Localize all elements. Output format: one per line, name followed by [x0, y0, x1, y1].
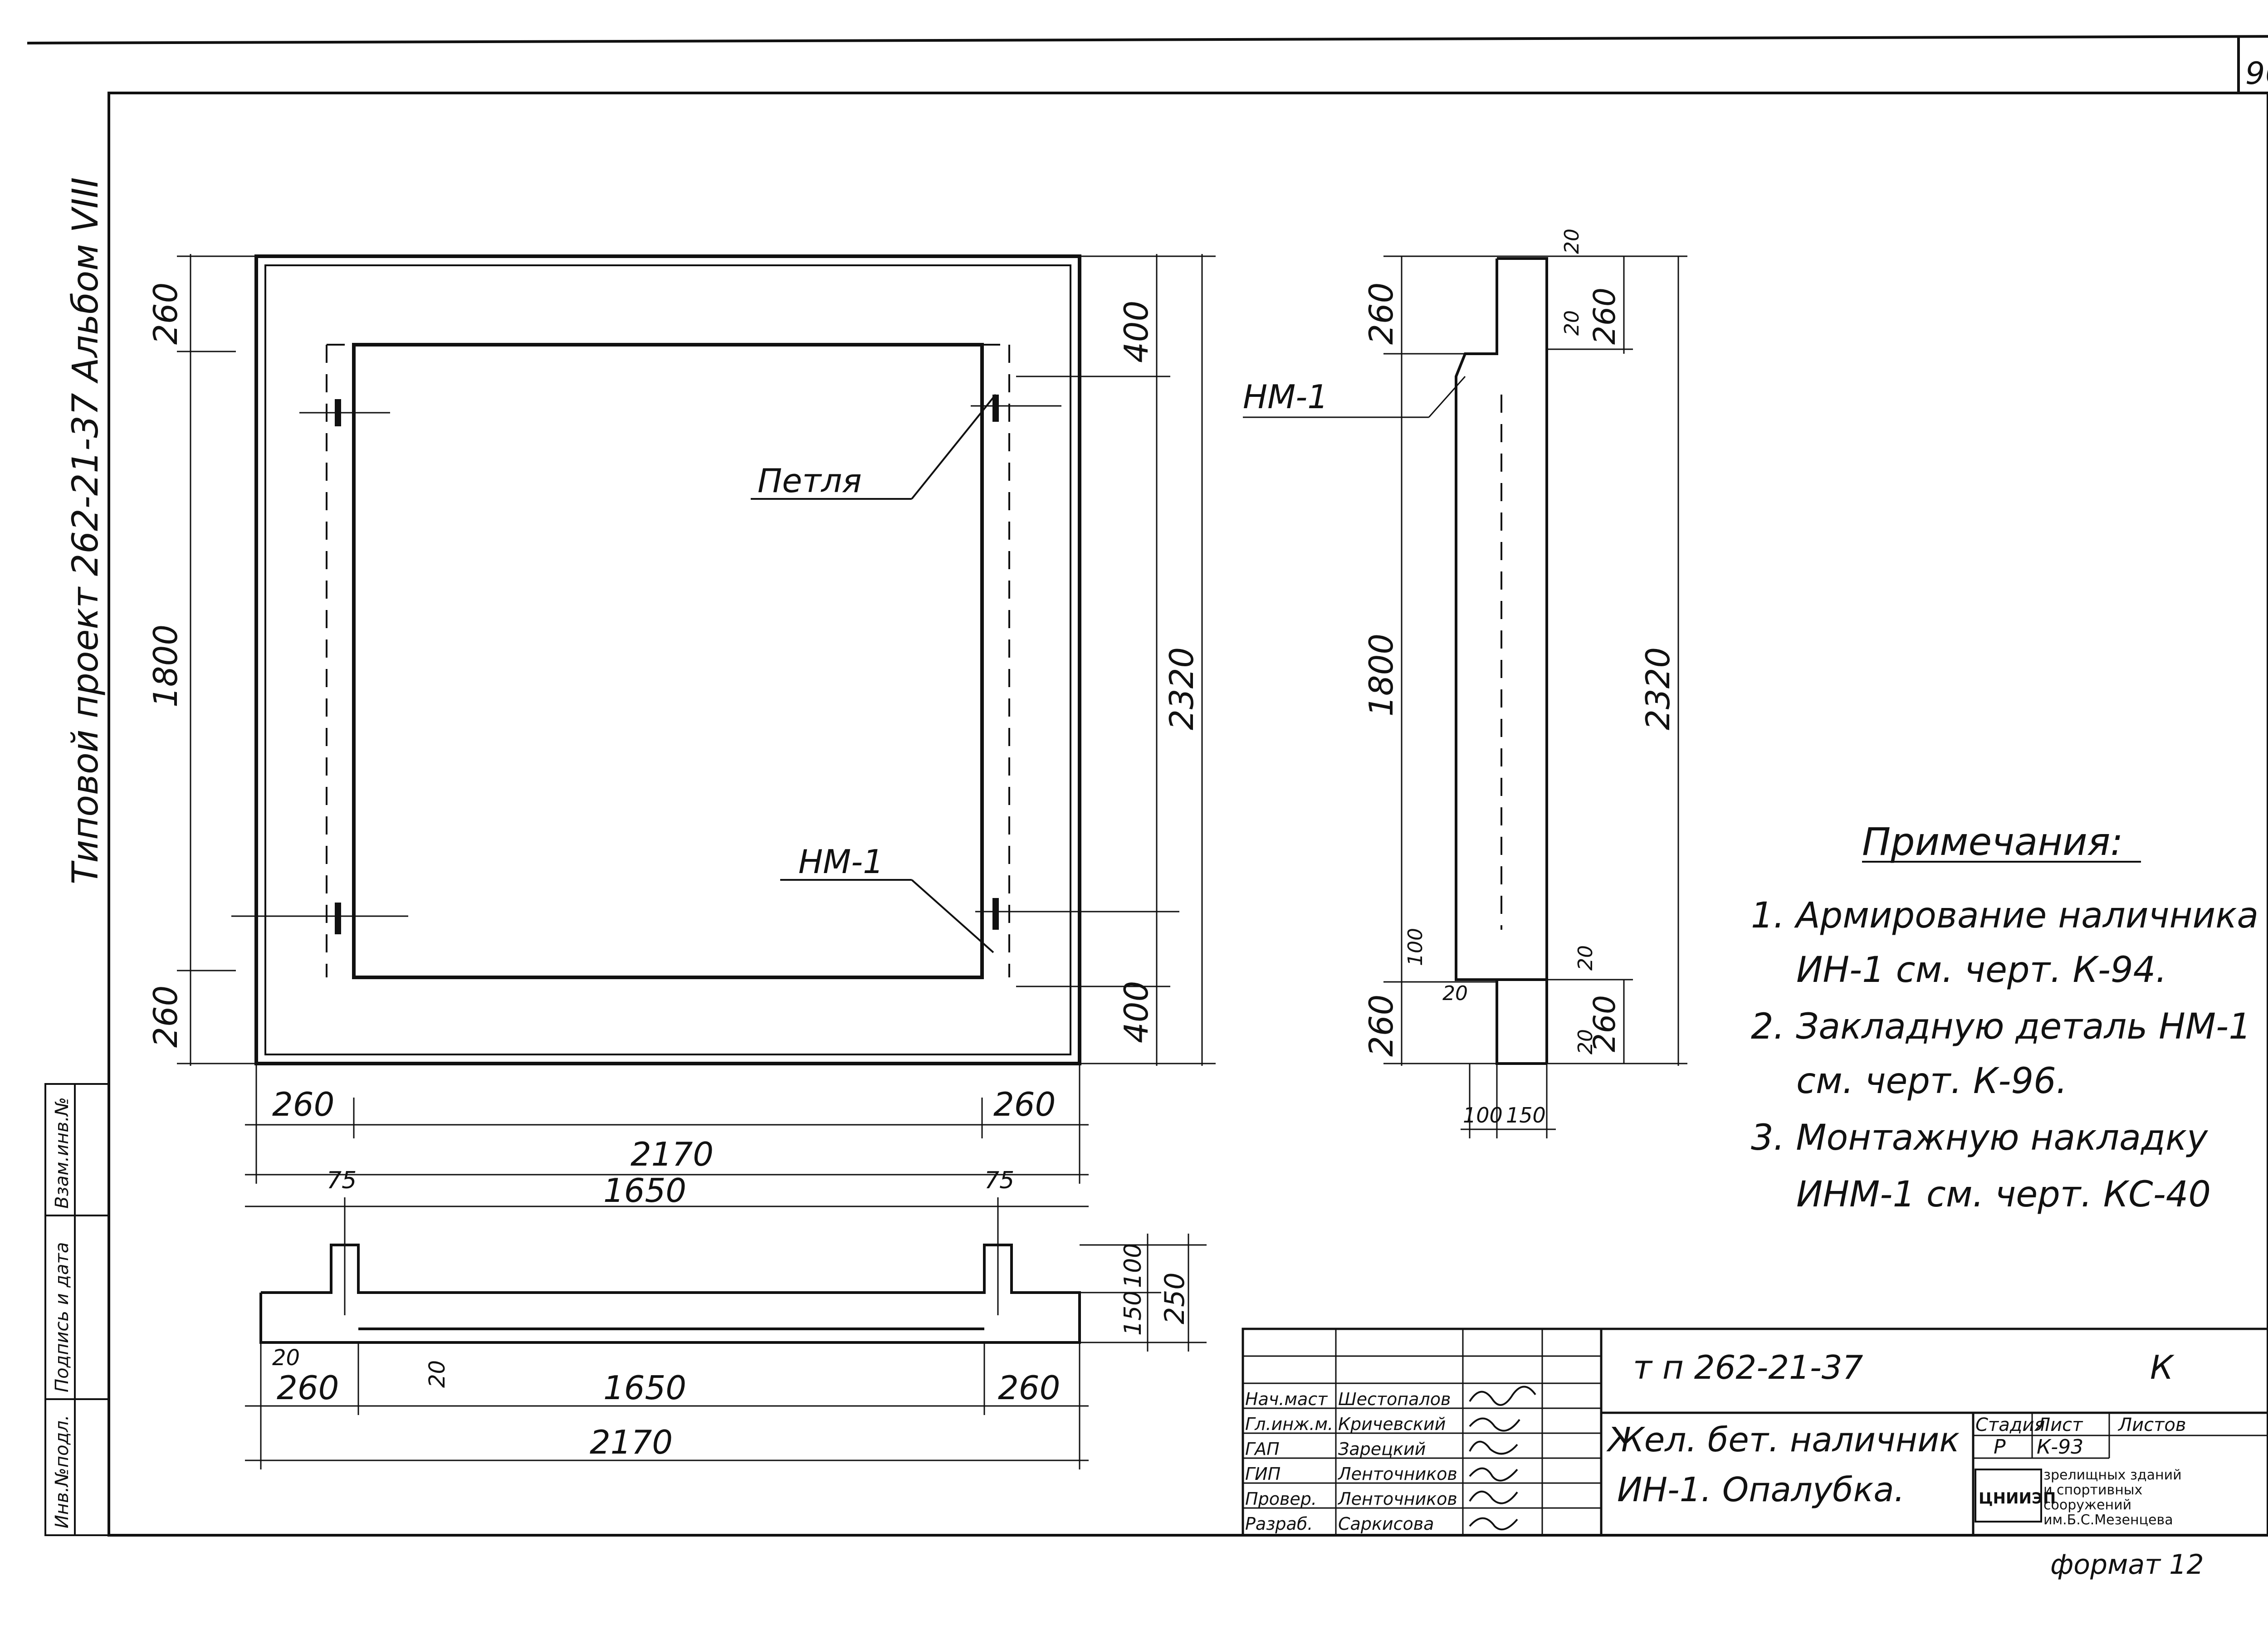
- tb-name-3: Зарецкий: [1338, 1439, 1426, 1459]
- plan-dim-bottom-left: 260: [277, 1369, 339, 1407]
- section-dim-left-mid: 1800: [1362, 634, 1400, 717]
- tb-role-2: Гл.инж.м.: [1245, 1414, 1333, 1434]
- front-dim-right-bot: 400: [1117, 981, 1155, 1043]
- plan-dim-bottom-mid: 1650: [603, 1369, 686, 1407]
- tb-name-1: Шестопалов: [1338, 1389, 1451, 1409]
- tb-sheets-label: Листов: [2117, 1415, 2186, 1435]
- tb-role-6: Разраб.: [1245, 1514, 1313, 1534]
- section-dim-bot-100a: 100: [1404, 928, 1427, 966]
- front-dim-right-total: 2320: [1163, 647, 1201, 730]
- section-dim-bot-20b: 20: [1574, 945, 1597, 971]
- title-project-code: т п 262-21-37: [1633, 1348, 1863, 1386]
- plan-dim-bottom-total: 2170: [590, 1423, 673, 1461]
- notes-title: Примечания:: [1862, 820, 2123, 864]
- org-line-4: им.Б.С.Мезенцева: [2043, 1512, 2173, 1528]
- tb-sheet: К-93: [2037, 1435, 2083, 1459]
- title-block: т п 262-21-37 К Нач.маст Шестопалов Гл.и…: [1242, 1328, 2268, 1537]
- side-title: Типовой проект 262-21-37 Альбом VIII: [65, 177, 106, 884]
- org-line-2: и спортивных: [2043, 1482, 2142, 1498]
- section-dim-bot-20a: 20: [1442, 982, 1468, 1005]
- tb-role-5: Провер.: [1245, 1489, 1317, 1509]
- section-dim-right-top: 260: [1587, 288, 1622, 345]
- tb-name-2: Кричевский: [1338, 1414, 1446, 1434]
- note-3b: ИНМ-1 см. черт. КС-40: [1796, 1174, 2211, 1215]
- section-label-nm: НМ-1: [1243, 378, 1328, 416]
- plan-dim-top-left: 75: [327, 1167, 357, 1194]
- front-label-nm: НМ-1: [798, 843, 884, 881]
- tb-name-6: Саркисова: [1338, 1514, 1434, 1534]
- front-dim-bottom-left: 260: [272, 1085, 334, 1123]
- section-dim-bot-100b: 100: [1463, 1103, 1503, 1127]
- front-dim-left-mid: 1800: [147, 625, 185, 708]
- front-dim-left-bot: 260: [147, 986, 185, 1048]
- plan-dim-right-b: 150: [1119, 1291, 1147, 1336]
- plan-dim-top-right: 75: [984, 1167, 1014, 1194]
- front-dim-right-top: 400: [1117, 301, 1155, 363]
- org-logo-box: [1975, 1469, 2042, 1523]
- note-2b: см. черт. К-96.: [1796, 1061, 2068, 1102]
- section-view: НМ-1 260 1800 260 260 2320 260 20 20 100…: [1243, 229, 1687, 1138]
- section-dim-right-total: 2320: [1639, 647, 1677, 730]
- plan-view: 75 1650 75 100 150 250 20 260 20 1650 26…: [245, 1167, 1207, 1469]
- tb-role-3: ГАП: [1245, 1439, 1280, 1459]
- plan-dim-bottom-20-left: 20: [272, 1345, 300, 1371]
- org-line-3: сооружений: [2043, 1497, 2131, 1513]
- side-stamp-sign: Подпись и дата: [52, 1242, 73, 1392]
- drawing-title-1: Жел. бет. наличник: [1606, 1420, 1960, 1459]
- plan-dim-right-a: 100: [1119, 1243, 1147, 1288]
- tb-role-1: Нач.маст: [1245, 1389, 1328, 1409]
- section-dim-top-20a: 20: [1560, 229, 1584, 254]
- tb-stage-label: Стадия: [1975, 1415, 2045, 1435]
- front-dim-bottom-total: 2170: [631, 1135, 714, 1173]
- section-dim-top-20b: 20: [1560, 310, 1584, 336]
- title-sheet-letter: К: [2150, 1348, 2175, 1386]
- signatures: [1469, 1386, 1536, 1531]
- note-2a: 2. Закладную деталь НМ-1: [1751, 1006, 2251, 1047]
- tb-sheet-label: Лист: [2036, 1415, 2083, 1435]
- plan-dim-right-total: 250: [1159, 1272, 1191, 1324]
- plan-dim-bottom-right: 260: [998, 1369, 1060, 1407]
- page-number: 96: [2245, 56, 2268, 92]
- side-stamp: Инв.№подл. Подпись и дата Взам.инв.№: [44, 1083, 110, 1536]
- note-1a: 1. Армирование наличника: [1751, 895, 2258, 936]
- side-stamp-inv: Инв.№подл.: [52, 1415, 73, 1528]
- org-logo: ЦНИИЭП: [1979, 1489, 2056, 1508]
- plan-dim-top-mid: 1650: [603, 1171, 686, 1210]
- tb-name-5: Ленточников: [1337, 1489, 1457, 1509]
- side-stamp-replace: Взам.инв.№: [52, 1097, 73, 1209]
- front-dim-left-top: 260: [147, 283, 185, 345]
- front-label-loop: Петля: [758, 462, 862, 500]
- note-3a: 3. Монтажную накладку: [1751, 1118, 2209, 1158]
- org-line-1: зрелищных зданий: [2043, 1467, 2182, 1483]
- front-dim-bottom-right: 260: [993, 1085, 1056, 1123]
- sheet-frame: [27, 35, 2268, 1537]
- front-view: Петля НМ-1 260 1800 260 400 2320 400: [147, 254, 1216, 1184]
- section-dim-right-bot: 260: [1587, 995, 1622, 1052]
- drawing-title-2: ИН-1. Опалубка.: [1617, 1470, 1905, 1509]
- tb-role-4: ГИП: [1245, 1464, 1281, 1484]
- section-dim-left-bot: 260: [1362, 995, 1400, 1057]
- tb-stage: Р: [1994, 1435, 2006, 1459]
- tb-name-4: Ленточников: [1337, 1464, 1457, 1484]
- note-1b: ИН-1 см. черт. К-94.: [1796, 950, 2167, 991]
- section-dim-left-top: 260: [1362, 283, 1400, 345]
- format-label: формат 12: [2050, 1549, 2204, 1581]
- section-dim-bot-150: 150: [1506, 1103, 1546, 1127]
- plan-dim-bottom-20-mid: 20: [425, 1360, 450, 1388]
- notes: Примечания: 1. Армирование наличника ИН-…: [1751, 820, 2258, 1215]
- section-dim-bot-20c: 20: [1574, 1029, 1597, 1054]
